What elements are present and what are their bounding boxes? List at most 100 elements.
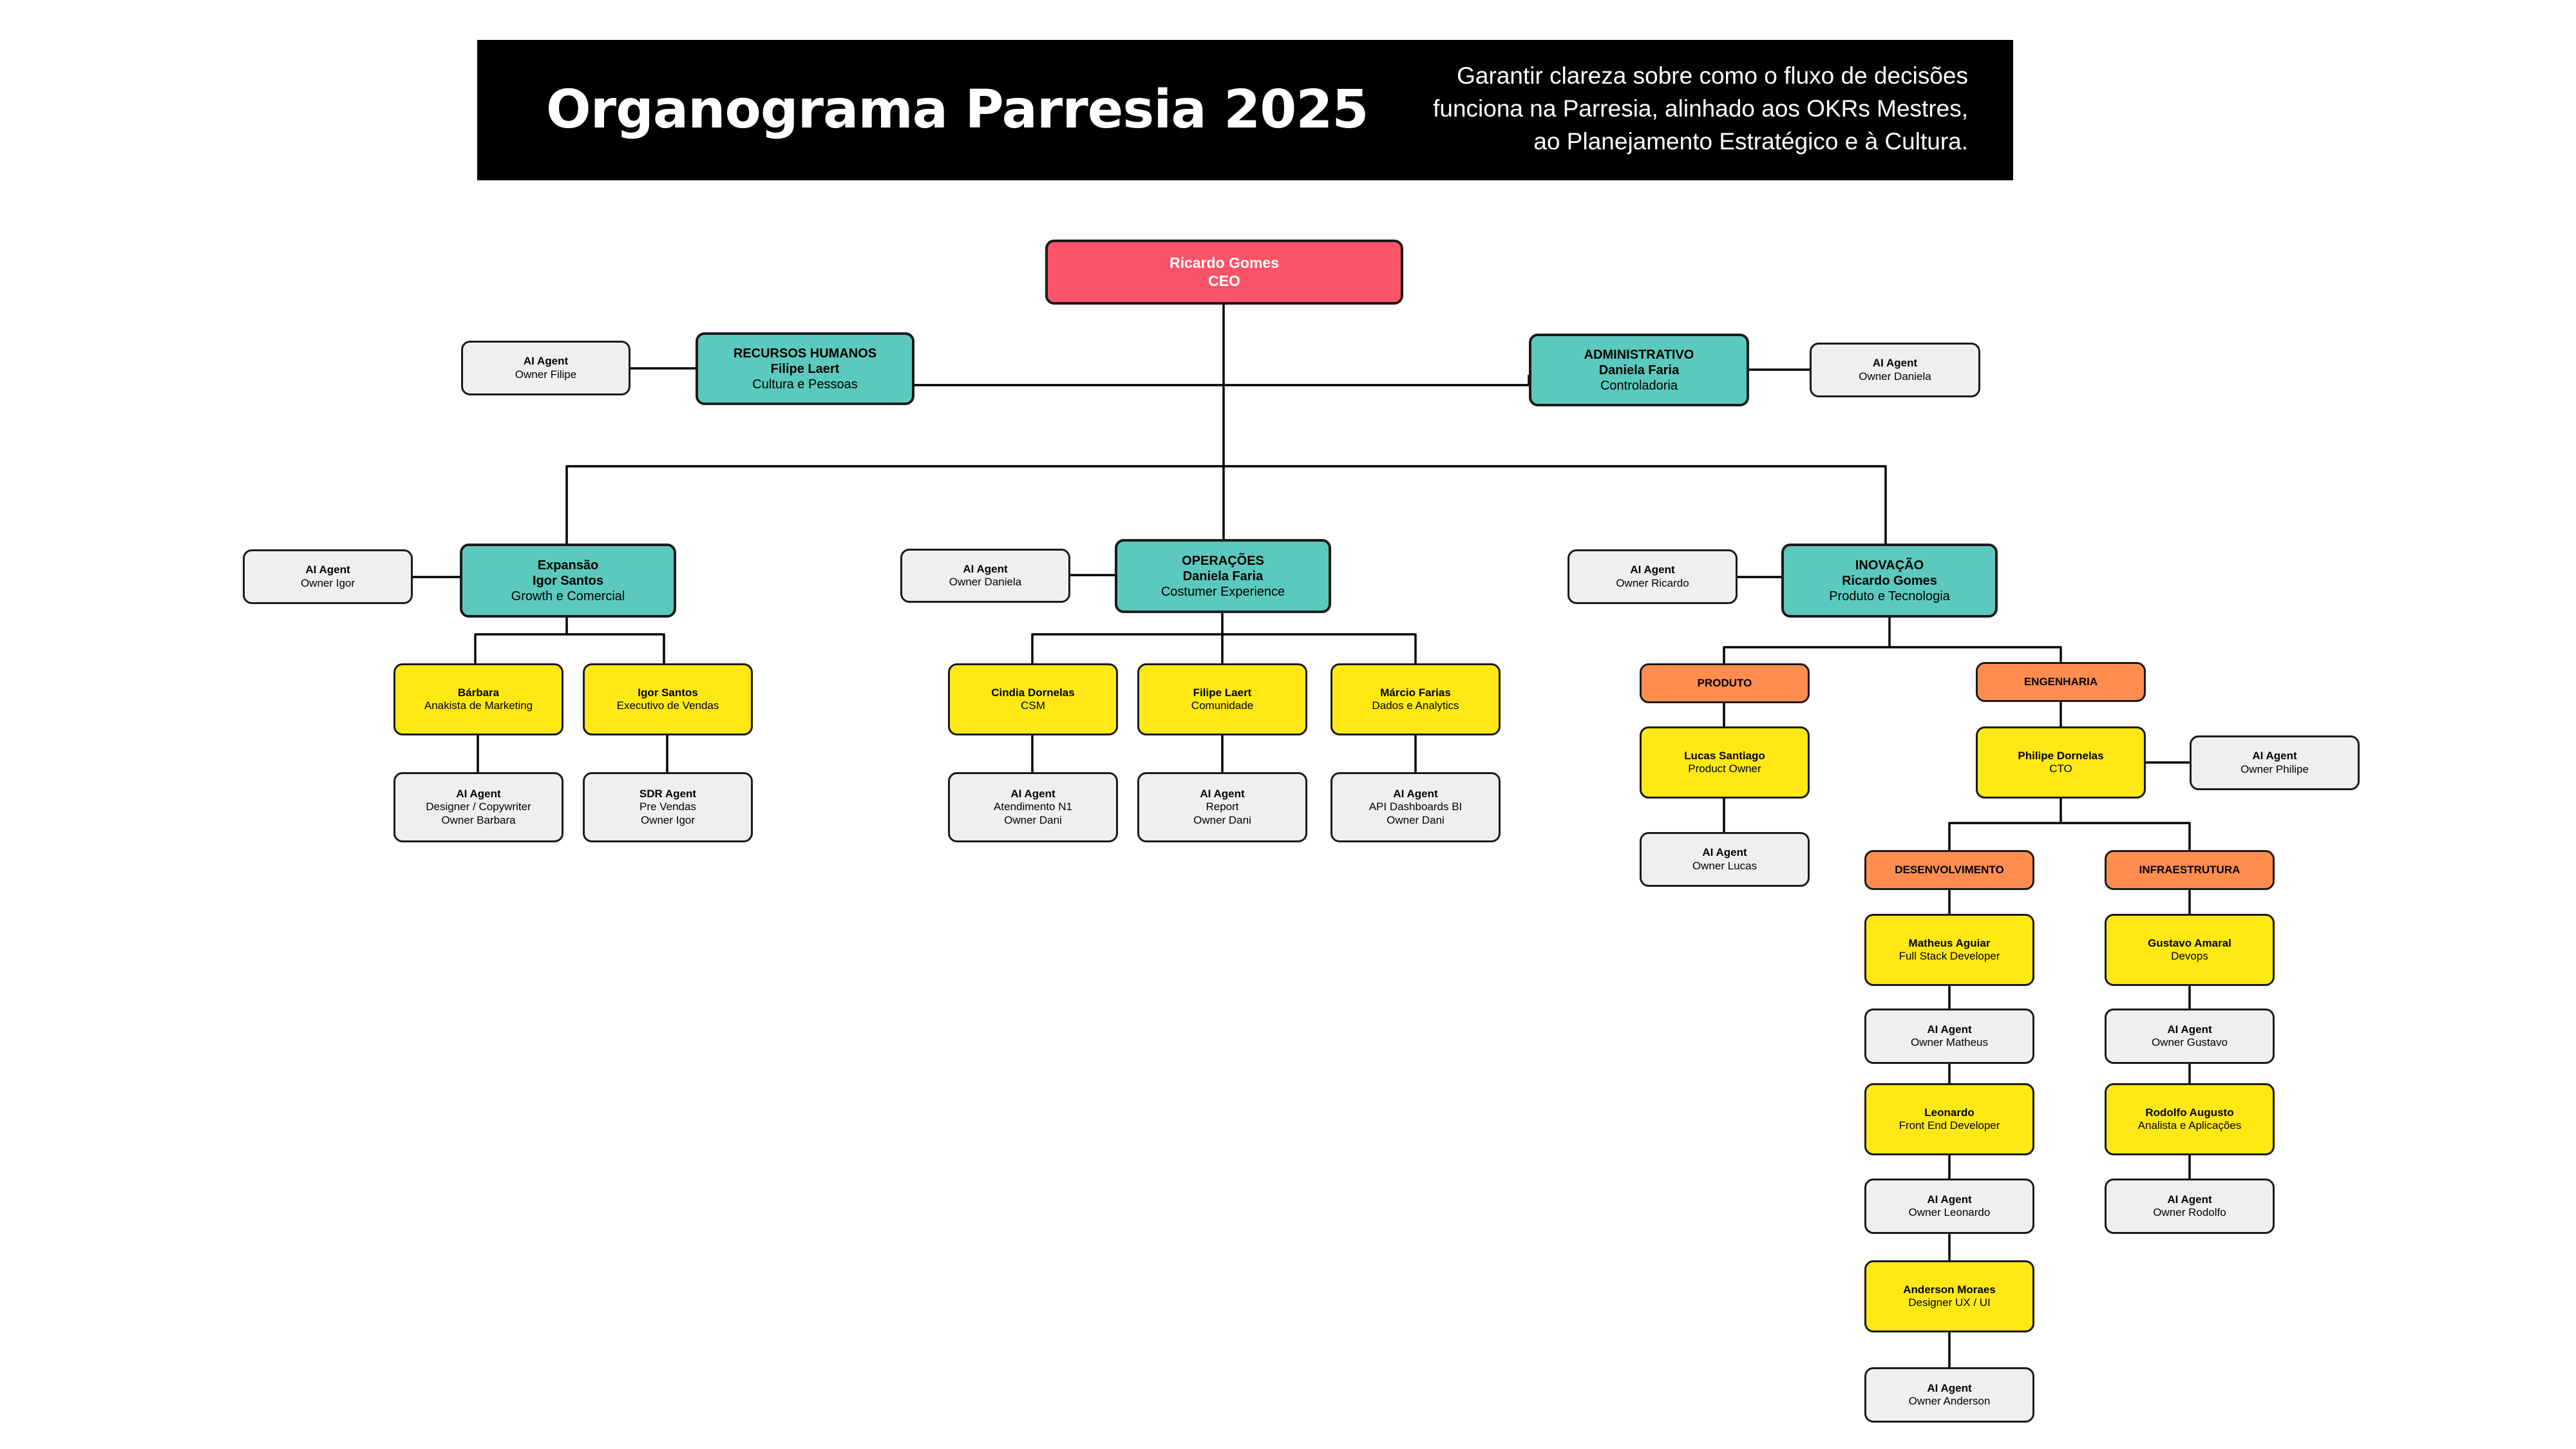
node-igor-santos[interactable]: Igor Santos Executivo de Vendas xyxy=(583,663,753,735)
node-rodolfo-augusto[interactable]: Rodolfo Augusto Analista e Aplicações xyxy=(2105,1083,2275,1155)
node-label: CSM xyxy=(1021,699,1045,712)
node-label: Controladoria xyxy=(1600,378,1678,393)
node-infraestrutura[interactable]: INFRAESTRUTURA xyxy=(2105,850,2275,890)
connector-line xyxy=(565,617,665,665)
node-leonardo[interactable]: Leonardo Front End Developer xyxy=(1864,1083,2034,1155)
connector-line xyxy=(1224,375,1530,386)
node-ai-agent-philipe[interactable]: AI Agent Owner Philipe xyxy=(2190,735,2360,790)
node-cindia-dornelas[interactable]: Cindia Dornelas CSM xyxy=(948,663,1118,735)
node-label: Anderson Moraes xyxy=(1903,1283,1996,1296)
node-label: Comunidade xyxy=(1191,699,1254,712)
node-label: Igor Santos xyxy=(532,573,603,588)
connector-line xyxy=(1948,797,2062,851)
node-ai-agent-lucas[interactable]: AI Agent Owner Lucas xyxy=(1640,832,1810,887)
node-label: Executivo de Vendas xyxy=(616,699,719,712)
node-label: Daniela Faria xyxy=(1182,569,1264,583)
node-ai-agent-rh[interactable]: AI Agent Owner Filipe xyxy=(461,341,630,395)
node-label: Devops xyxy=(2171,950,2208,962)
node-label: Ricardo Gomes xyxy=(1842,573,1937,588)
node-ceo[interactable]: Ricardo Gomes CEO xyxy=(1045,240,1403,305)
node-label: INFRAESTRUTURA xyxy=(2139,863,2240,876)
node-ai-agent-exp[interactable]: AI Agent Owner Igor xyxy=(243,549,413,604)
node-label: AI Agent xyxy=(523,355,569,368)
node-label: Owner Gustavo xyxy=(2151,1036,2228,1048)
node-label: Report xyxy=(1206,800,1239,813)
node-label: AI Agent xyxy=(1872,357,1918,370)
node-label: SDR Agent xyxy=(639,787,697,800)
node-label: AI Agent xyxy=(1393,787,1438,800)
node-label: ADMINISTRATIVO xyxy=(1584,347,1694,362)
header-banner: Organograma Parresia 2025 Garantir clare… xyxy=(477,40,2013,180)
node-philipe-dornelas[interactable]: Philipe Dornelas CTO xyxy=(1976,726,2146,799)
node-label: Lucas Santiago xyxy=(1684,749,1765,762)
node-barbara[interactable]: Bárbara Anakista de Marketing xyxy=(393,663,564,735)
node-label: Daniela Faria xyxy=(1598,363,1680,377)
node-label: Owner Dani xyxy=(1387,813,1444,826)
node-desenvolvimento[interactable]: DESENVOLVIMENTO xyxy=(1864,850,2034,890)
connector-line xyxy=(2061,822,2191,851)
node-label: Ricardo Gomes xyxy=(1170,254,1279,271)
node-label: Owner Barbara xyxy=(441,813,516,826)
node-produto[interactable]: PRODUTO xyxy=(1640,663,1810,703)
node-operacoes[interactable]: OPERAÇÕES Daniela Faria Costumer Experie… xyxy=(1115,539,1331,613)
node-label: Growth e Comercial xyxy=(511,589,625,603)
node-filipe-laert[interactable]: Filipe Laert Comunidade xyxy=(1137,663,1307,735)
subtitle-line: funciona na Parresia, alinhado aos OKRs … xyxy=(1433,95,1968,122)
node-administrativo[interactable]: ADMINISTRATIVO Daniela Faria Controlador… xyxy=(1529,334,1749,406)
node-ai-agent-adm[interactable]: AI Agent Owner Daniela xyxy=(1810,343,1980,397)
node-ai-agent-ops[interactable]: AI Agent Owner Daniela xyxy=(900,549,1070,603)
node-label: Designer / Copywriter xyxy=(426,800,531,813)
node-label: Analista e Aplicações xyxy=(2137,1119,2242,1132)
node-ai-agent-rodolfo[interactable]: AI Agent Owner Rodolfo xyxy=(2105,1179,2275,1234)
connector-line xyxy=(912,374,1224,386)
node-label: Owner Matheus xyxy=(1911,1036,1988,1048)
node-label: Owner Ricardo xyxy=(1616,576,1689,589)
node-marcio-farias[interactable]: Márcio Farias Dados e Analytics xyxy=(1331,663,1501,735)
connector-line xyxy=(565,465,1887,544)
node-label: Gustavo Amaral xyxy=(2148,936,2231,949)
node-ai-agent-marcio[interactable]: AI Agent API Dashboards BI Owner Dani xyxy=(1331,772,1501,842)
page-subtitle: Garantir clareza sobre como o fluxo de d… xyxy=(1260,59,1968,158)
node-label: Owner Dani xyxy=(1193,813,1251,826)
node-label: API Dashboards BI xyxy=(1368,800,1463,813)
node-label: PRODUTO xyxy=(1697,676,1752,689)
connector-line xyxy=(1723,646,1889,665)
node-ai-agent-matheus[interactable]: AI Agent Owner Matheus xyxy=(1864,1009,2034,1064)
node-matheus-aguiar[interactable]: Matheus Aguiar Full Stack Developer xyxy=(1864,914,2034,986)
node-label: CTO xyxy=(2049,762,2072,775)
node-label: Owner Lucas xyxy=(1692,859,1757,872)
node-ai-agent-barbara[interactable]: AI Agent Designer / Copywriter Owner Bar… xyxy=(393,772,564,842)
node-label: Designer UX / UI xyxy=(1908,1296,1991,1309)
node-label: AI Agent xyxy=(305,564,350,576)
node-label: Filipe Laert xyxy=(1193,686,1252,699)
node-label: AI Agent xyxy=(963,562,1008,575)
node-ai-agent-inov[interactable]: AI Agent Owner Ricardo xyxy=(1567,549,1738,604)
node-ai-agent-cindia[interactable]: AI Agent Atendimento N1 Owner Dani xyxy=(948,772,1118,842)
node-label: Anakista de Marketing xyxy=(424,699,533,712)
node-recursos-humanos[interactable]: RECURSOS HUMANOS Filipe Laert Cultura e … xyxy=(696,332,914,405)
node-label: Atendimento N1 xyxy=(994,800,1072,813)
node-label: Costumer Experience xyxy=(1160,584,1285,599)
node-label: AI Agent xyxy=(1927,1381,1972,1394)
node-label: Filipe Laert xyxy=(770,361,840,376)
node-expansao[interactable]: Expansão Igor Santos Growth e Comercial xyxy=(460,544,676,618)
node-label: Owner Leonardo xyxy=(1908,1206,1991,1218)
node-sdr-agent[interactable]: SDR Agent Pre Vendas Owner Igor xyxy=(583,772,753,842)
node-label: Igor Santos xyxy=(638,686,698,699)
node-ai-agent-gustavo[interactable]: AI Agent Owner Gustavo xyxy=(2105,1009,2275,1064)
node-gustavo-amaral[interactable]: Gustavo Amaral Devops xyxy=(2105,914,2275,986)
connector-line xyxy=(1888,617,2062,663)
node-ai-agent-anderson[interactable]: AI Agent Owner Anderson xyxy=(1864,1367,2034,1423)
node-inovacao[interactable]: INOVAÇÃO Ricardo Gomes Produto e Tecnolo… xyxy=(1781,544,1998,618)
node-label: Márcio Farias xyxy=(1380,686,1451,699)
node-ai-agent-filipe[interactable]: AI Agent Report Owner Dani xyxy=(1137,772,1307,842)
node-engenharia[interactable]: ENGENHARIA xyxy=(1976,662,2146,702)
node-label: AI Agent xyxy=(2167,1193,2212,1206)
node-anderson-moraes[interactable]: Anderson Moraes Designer UX / UI xyxy=(1864,1260,2034,1332)
node-label: CEO xyxy=(1208,272,1240,289)
connector-line xyxy=(1031,633,1222,665)
node-ai-agent-leonardo[interactable]: AI Agent Owner Leonardo xyxy=(1864,1179,2034,1234)
node-label: Owner Daniela xyxy=(1859,370,1931,383)
node-lucas-santiago[interactable]: Lucas Santiago Product Owner xyxy=(1640,726,1810,799)
